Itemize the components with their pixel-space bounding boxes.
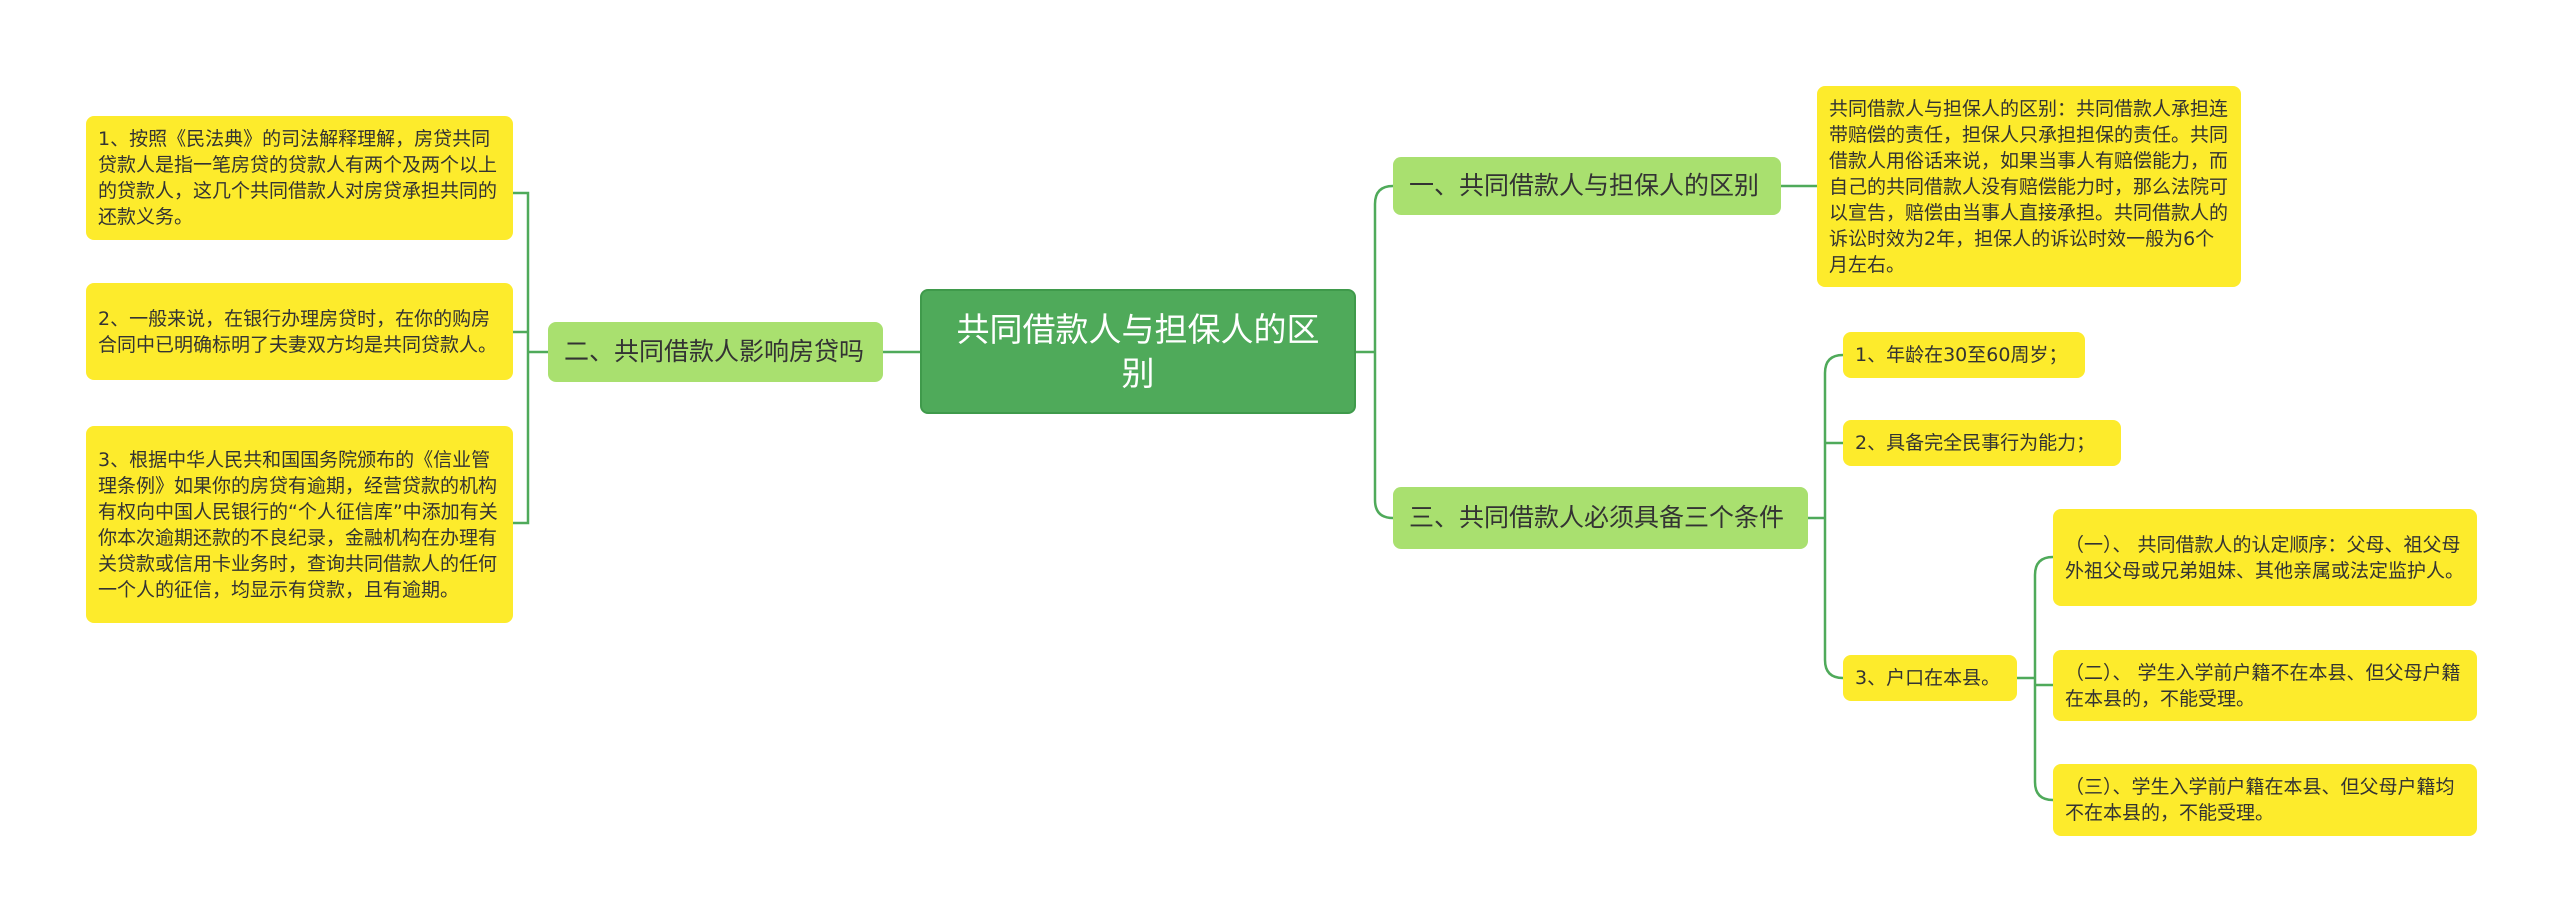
- leaf-household-parents-local[interactable]: （二）、 学生入学前户籍不在本县、但父母户籍在本县的，不能受理。: [2053, 650, 2477, 721]
- branch-affects-mortgage[interactable]: 二、共同借款人影响房贷吗: [548, 322, 883, 382]
- leaf-bank-contract-text: 2、一般来说，在银行办理房贷时，在你的购房合同中已明确标明了夫妻双方均是共同贷款…: [98, 307, 498, 356]
- leaf-difference-detail-text: 共同借款人与担保人的区别：共同借款人承担连带赔偿的责任，担保人只承担担保的责任。…: [1829, 97, 2229, 276]
- branch-difference-label: 一、共同借款人与担保人的区别: [1409, 171, 1760, 200]
- leaf-civil-code-text: 1、按照《民法典》的司法解释理解，房贷共同贷款人是指一笔房贷的贷款人有两个及两个…: [98, 128, 498, 228]
- leaf-condition-age-text: 1、年龄在30至60周岁；: [1855, 344, 2068, 366]
- leaf-condition-age[interactable]: 1、年龄在30至60周岁；: [1843, 332, 2085, 378]
- leaf-difference-detail[interactable]: 共同借款人与担保人的区别：共同借款人承担连带赔偿的责任，担保人只承担担保的责任。…: [1817, 86, 2241, 287]
- leaf-condition-capacity[interactable]: 2、具备完全民事行为能力；: [1843, 420, 2121, 466]
- leaf-household-order-text: （一）、 共同借款人的认定顺序：父母、祖父母外祖父母或兄弟姐妹、其他亲属或法定监…: [2065, 533, 2465, 582]
- branch-three-conditions-label: 三、共同借款人必须具备三个条件: [1409, 503, 1785, 532]
- branch-affects-mortgage-label: 二、共同借款人影响房贷吗: [564, 337, 865, 366]
- leaf-bank-contract[interactable]: 2、一般来说，在银行办理房贷时，在你的购房合同中已明确标明了夫妻双方均是共同贷款…: [86, 283, 513, 380]
- leaf-credit-regulation[interactable]: 3、根据中华人民共和国国务院颁布的《信业管理条例》如果你的房贷有逾期，经营贷款的…: [86, 426, 513, 623]
- root-topic-label: 共同借款人与担保人的区别: [956, 309, 1320, 393]
- leaf-household-parents-local-text: （二）、 学生入学前户籍不在本县、但父母户籍在本县的，不能受理。: [2065, 661, 2461, 710]
- leaf-condition-capacity-text: 2、具备完全民事行为能力；: [1855, 432, 2096, 454]
- leaf-household-parents-nonlocal[interactable]: （三）、学生入学前户籍在本县、但父母户籍均不在本县的，不能受理。: [2053, 764, 2477, 836]
- root-topic[interactable]: 共同借款人与担保人的区别: [920, 289, 1356, 414]
- leaf-condition-household-text: 3、户口在本县。: [1855, 667, 2001, 689]
- leaf-condition-household[interactable]: 3、户口在本县。: [1843, 655, 2017, 701]
- leaf-household-order[interactable]: （一）、 共同借款人的认定顺序：父母、祖父母外祖父母或兄弟姐妹、其他亲属或法定监…: [2053, 509, 2477, 606]
- branch-difference[interactable]: 一、共同借款人与担保人的区别: [1393, 157, 1781, 215]
- branch-three-conditions[interactable]: 三、共同借款人必须具备三个条件: [1393, 487, 1808, 549]
- leaf-civil-code[interactable]: 1、按照《民法典》的司法解释理解，房贷共同贷款人是指一笔房贷的贷款人有两个及两个…: [86, 116, 513, 240]
- leaf-household-parents-nonlocal-text: （三）、学生入学前户籍在本县、但父母户籍均不在本县的，不能受理。: [2065, 776, 2455, 824]
- leaf-credit-regulation-text: 3、根据中华人民共和国国务院颁布的《信业管理条例》如果你的房贷有逾期，经营贷款的…: [98, 448, 498, 601]
